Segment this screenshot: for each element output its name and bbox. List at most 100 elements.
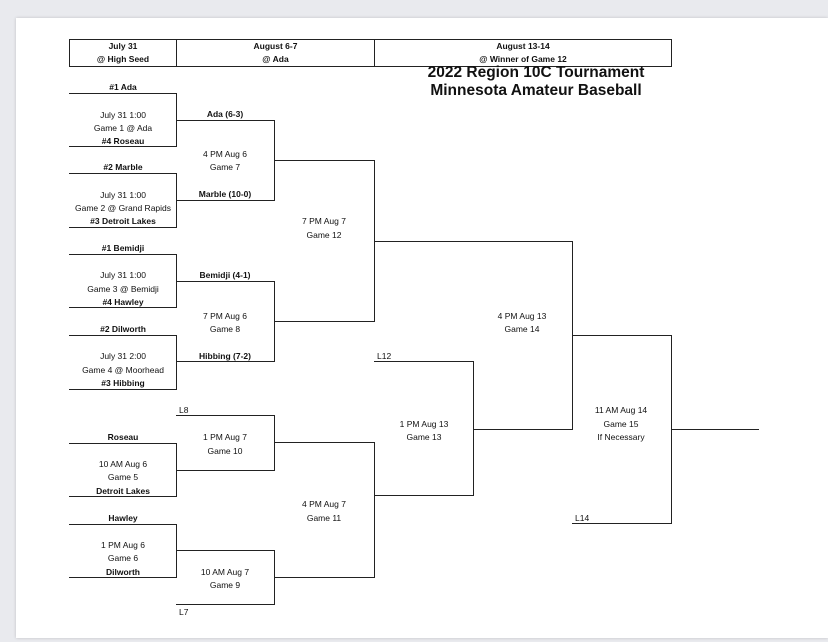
g1-team-bottom: #4 Roseau — [101, 136, 145, 146]
header-col1-line2: @ High Seed — [96, 54, 150, 64]
header-col1-line1: July 31 — [108, 41, 138, 51]
header-col-july31: July 31 @ High Seed — [69, 39, 177, 67]
g8-team-top: Bemidji (4-1) — [199, 270, 251, 280]
g2-bottom-line — [69, 227, 177, 228]
g6-bottom-line — [69, 577, 177, 578]
g5-game: Game 5 — [107, 472, 139, 482]
g11-time: 4 PM Aug 7 — [302, 499, 346, 509]
header-col-aug13-14: August 13-14 @ Winner of Game 12 — [374, 39, 672, 67]
g14-bottom-line — [473, 429, 573, 430]
g10-top-line — [176, 415, 275, 416]
g6-top-line — [69, 524, 177, 525]
g4-team-top: #2 Dilworth — [100, 324, 146, 334]
g2-time: July 31 1:00 — [100, 190, 146, 200]
g7-team-top: Ada (6-3) — [206, 109, 244, 119]
g15-game: Game 15 — [603, 419, 639, 429]
header-col3-line2: @ Winner of Game 12 — [479, 54, 567, 64]
g9-top-line — [176, 550, 275, 551]
g9-time: 10 AM Aug 7 — [200, 567, 250, 577]
g7-top-line — [176, 120, 275, 121]
g1-game: Game 1 @ Ada — [93, 123, 153, 133]
g5-team-top: Roseau — [107, 432, 139, 442]
g9-game: Game 9 — [209, 580, 241, 590]
bracket-sheet — [16, 18, 828, 638]
g2-team-top: #2 Marble — [103, 162, 143, 172]
g5-team-bottom: Detroit Lakes — [96, 486, 150, 496]
g8-game: Game 8 — [209, 324, 241, 334]
g6-team-bottom: Dilworth — [106, 567, 140, 577]
g10-connector — [274, 415, 275, 471]
g13-game: Game 13 — [406, 432, 442, 442]
header-col2-line1: August 6-7 — [253, 41, 298, 51]
header-col2-line2: @ Ada — [262, 54, 289, 64]
g7-team-bottom: Marble (10-0) — [198, 189, 252, 199]
g4-top-line — [69, 335, 177, 336]
g3-time: July 31 1:00 — [100, 270, 146, 280]
g5-bottom-line — [69, 496, 177, 497]
g15-bottom-line — [572, 523, 672, 524]
g3-team-bottom: #4 Hawley — [102, 297, 144, 307]
g10-slot-label: L8 — [179, 405, 189, 415]
g15-top-line — [572, 335, 672, 336]
g2-team-bottom: #3 Detroit Lakes — [90, 216, 156, 226]
g4-connector — [176, 335, 177, 390]
g13-slot-label: L12 — [377, 351, 392, 361]
header-col3-line1: August 13-14 — [496, 41, 550, 51]
g7-game: Game 7 — [209, 162, 241, 172]
g2-game: Game 2 @ Grand Rapids — [74, 203, 172, 213]
g6-connector — [176, 524, 177, 578]
g12-game: Game 12 — [306, 230, 342, 240]
g1-time: July 31 1:00 — [100, 110, 146, 120]
g13-connector — [473, 361, 474, 496]
g3-bottom-line — [69, 307, 177, 308]
g15-time: 11 AM Aug 14 — [594, 405, 648, 415]
champion-line — [671, 429, 759, 430]
g11-top-line — [274, 442, 375, 443]
g3-top-line — [69, 254, 177, 255]
g1-bottom-line — [69, 146, 177, 147]
g8-top-line — [176, 281, 275, 282]
g5-top-line — [69, 443, 177, 444]
g11-game: Game 11 — [306, 513, 342, 523]
g6-team-top: Hawley — [108, 513, 138, 523]
g15-note: If Necessary — [597, 432, 645, 442]
g8-bottom-line — [176, 361, 275, 362]
header-col-aug6-7: August 6-7 @ Ada — [176, 39, 375, 67]
g9-slot-label: L7 — [179, 607, 189, 617]
g1-top-line — [69, 93, 177, 94]
g8-time: 7 PM Aug 6 — [203, 311, 247, 321]
g14-game: Game 14 — [504, 324, 540, 334]
g7-bottom-line — [176, 200, 275, 201]
g5-time: 10 AM Aug 6 — [98, 459, 148, 469]
g13-top-line — [374, 361, 474, 362]
g14-top-line — [374, 241, 573, 242]
g3-game: Game 3 @ Bemidji — [87, 284, 159, 294]
g10-time: 1 PM Aug 7 — [203, 432, 247, 442]
g6-game: Game 6 — [107, 553, 139, 563]
g9-bottom-line — [176, 604, 275, 605]
g3-team-top: #1 Bemidji — [101, 243, 145, 253]
l14-slot-label: L14 — [575, 513, 590, 523]
g11-bottom-line — [274, 577, 375, 578]
g12-top-line — [274, 160, 375, 161]
title-line1: 2022 Region 10C Tournament — [427, 64, 645, 81]
tournament-title: 2022 Region 10C Tournament Minnesota Ama… — [380, 64, 692, 100]
g1-team-top: #1 Ada — [109, 82, 137, 92]
g10-game: Game 10 — [207, 446, 243, 456]
g8-team-bottom: Hibbing (7-2) — [199, 351, 251, 361]
g12-bottom-line — [274, 321, 375, 322]
g6-time: 1 PM Aug 6 — [101, 540, 145, 550]
g7-time: 4 PM Aug 6 — [203, 149, 247, 159]
g14-time: 4 PM Aug 13 — [497, 311, 547, 321]
g4-time: July 31 2:00 — [100, 351, 146, 361]
g10-bottom-line — [176, 470, 275, 471]
g13-time: 1 PM Aug 13 — [399, 419, 449, 429]
g13-bottom-line — [374, 495, 474, 496]
g4-bottom-line — [69, 389, 177, 390]
g12-time: 7 PM Aug 7 — [302, 216, 346, 226]
g4-game: Game 4 @ Moorhead — [82, 365, 164, 375]
g11-connector — [374, 442, 375, 578]
g2-top-line — [69, 173, 177, 174]
g4-team-bottom: #3 Hibbing — [101, 378, 145, 388]
title-line2: Minnesota Amateur Baseball — [430, 82, 642, 99]
